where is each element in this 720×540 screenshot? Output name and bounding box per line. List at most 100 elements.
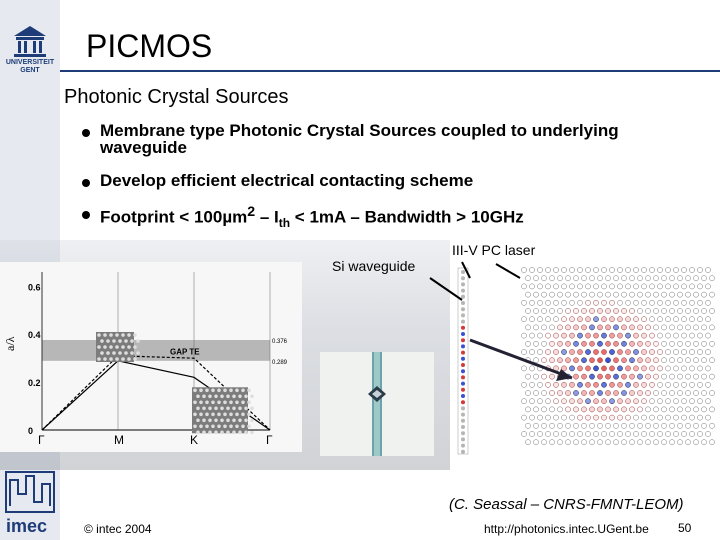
crystal-hole	[689, 332, 695, 339]
crystal-hole	[665, 267, 671, 273]
crystal-hole	[709, 340, 715, 347]
crystal-hole	[693, 275, 699, 282]
crystal-hole	[705, 398, 711, 405]
crystal-hole	[573, 422, 579, 429]
crystal-hole	[541, 275, 547, 282]
crystal-hole	[537, 316, 543, 323]
crystal-hole	[561, 299, 567, 306]
crystal-hole	[637, 422, 643, 429]
crystal-hole	[625, 299, 631, 306]
lattice-hole	[250, 406, 254, 411]
crystal-hole	[609, 299, 615, 306]
crystal-hole	[609, 398, 615, 405]
crystal-hole	[669, 373, 675, 380]
crystal-hole	[621, 340, 627, 347]
crystal-hole	[697, 349, 703, 355]
crystal-hole	[585, 316, 591, 323]
bullet-text: Membrane type Photonic Crystal Sources c…	[100, 121, 619, 157]
lattice-hole	[241, 400, 245, 405]
crystal-hole	[577, 398, 583, 405]
crystal-hole	[529, 365, 535, 372]
crystal-hole	[665, 316, 671, 323]
lattice-hole	[250, 394, 254, 399]
crystal-hole	[637, 357, 643, 364]
crystal-hole	[705, 365, 711, 372]
crystal-hole	[545, 332, 551, 339]
lattice-hole	[244, 394, 248, 399]
crystal-hole	[641, 365, 647, 372]
crystal-hole	[597, 422, 603, 429]
crystal-hole	[561, 414, 567, 421]
crystal-hole	[557, 406, 563, 413]
crystal-hole	[689, 349, 695, 355]
lattice-hole	[202, 430, 206, 435]
crystal-hole	[597, 340, 603, 347]
crystal-hole	[705, 267, 711, 273]
crystal-hole	[665, 349, 671, 355]
crystal-hole	[557, 422, 563, 429]
crystal-hole	[565, 340, 571, 347]
waveguide-strip	[457, 267, 469, 455]
lattice-hole	[97, 345, 101, 349]
crystal-hole	[661, 275, 667, 282]
gap-label: GAP TE	[170, 347, 200, 356]
crystal-hole	[625, 365, 631, 372]
crystal-hole	[541, 390, 547, 396]
bullet-text: Footprint < 100µm2 – Ith < 1mA – Bandwid…	[100, 204, 524, 231]
crystal-hole	[705, 349, 711, 355]
crystal-hole	[581, 291, 587, 298]
crystal-hole	[633, 349, 639, 355]
crystal-hole	[577, 267, 583, 273]
crystal-hole	[701, 340, 707, 347]
lattice-hole	[235, 400, 239, 405]
y-axis-label: a/λ	[3, 336, 17, 351]
crystal-hole	[569, 414, 575, 421]
lattice-hole	[214, 430, 218, 435]
crystal-hole	[633, 381, 639, 388]
crystal-hole	[705, 283, 711, 290]
crystal-hole	[561, 398, 567, 405]
lattice-hole	[229, 424, 233, 429]
crystal-hole	[645, 357, 651, 364]
crystal-hole	[537, 299, 543, 306]
x-tick-label: M	[114, 433, 124, 447]
crystal-hole	[685, 373, 691, 380]
crystal-hole	[529, 332, 535, 339]
crystal-hole	[621, 406, 627, 413]
crystal-hole	[641, 398, 647, 405]
crystal-hole	[605, 275, 611, 282]
x-tick-label: Γ	[38, 433, 45, 447]
lattice-hole	[196, 394, 200, 399]
crystal-hole	[697, 431, 703, 437]
lattice-hole	[220, 418, 224, 423]
crystal-hole	[521, 267, 527, 273]
crystal-hole	[573, 406, 579, 413]
lattice-hole	[238, 430, 242, 435]
crystal-hole	[645, 275, 651, 282]
crystal-hole	[565, 308, 571, 314]
crystal-hole	[701, 439, 707, 446]
lattice-hole	[205, 412, 209, 417]
crystal-hole	[669, 324, 675, 331]
crystal-hole	[693, 439, 699, 446]
crystal-hole	[577, 431, 583, 437]
crystal-hole	[685, 291, 691, 298]
lattice-hole	[103, 345, 107, 349]
crystal-hole	[533, 340, 539, 347]
crystal-hole	[533, 406, 539, 413]
crystal-hole	[553, 332, 559, 339]
x-tick-label: Γ	[266, 433, 273, 447]
crystal-hole	[681, 299, 687, 306]
crystal-hole	[565, 291, 571, 298]
crystal-hole	[621, 291, 627, 298]
crystal-hole	[677, 308, 683, 314]
crystal-hole	[609, 267, 615, 273]
crystal-hole	[709, 324, 715, 331]
crystal-hole	[609, 349, 615, 355]
waveguide-hole	[461, 431, 465, 436]
crystal-hole	[541, 324, 547, 331]
lattice-hole	[220, 430, 224, 435]
crystal-hole	[533, 439, 539, 446]
crystal-hole	[649, 349, 655, 355]
crystal-hole	[685, 308, 691, 314]
